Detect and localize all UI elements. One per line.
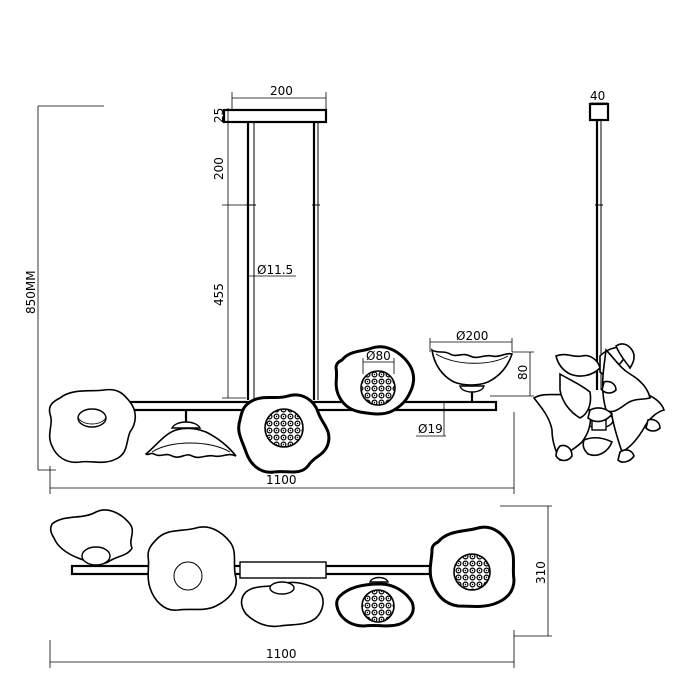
side-canopy-label: 40 <box>590 89 605 103</box>
top-canopy <box>239 561 327 579</box>
front-shade-1 <box>48 388 137 464</box>
top-view: 310 1100 <box>49 505 552 668</box>
dim-side-canopy: 40 <box>590 89 608 104</box>
shade-height-label: 80 <box>516 365 530 380</box>
front-view: 200 25 200 455 Ø11.5 850MM Ø80 <box>24 84 534 494</box>
dim-canopy-width: 200 <box>231 84 327 110</box>
crystal-diameter-label: Ø80 <box>366 349 391 363</box>
top-shade-4 <box>335 576 415 628</box>
dim-shade-diameter: Ø200 <box>429 329 513 352</box>
top-shade-2 <box>147 526 238 611</box>
dim-shade-height: 80 <box>490 351 534 397</box>
front-shade-3 <box>237 393 331 474</box>
top-shade-5 <box>428 525 516 608</box>
dim-top-width: 1100 <box>49 630 515 668</box>
side-canopy <box>588 102 610 122</box>
canopy-width-label: 200 <box>270 84 293 98</box>
lower-rod-label: 455 <box>212 283 226 306</box>
front-canopy <box>222 108 328 124</box>
top-depth-label: 310 <box>534 561 548 584</box>
canopy-height-label: 25 <box>212 108 226 123</box>
top-width-label: 1100 <box>266 647 297 661</box>
total-height-label: 850MM <box>24 270 38 314</box>
dim-vertical-chain: 25 200 455 <box>212 108 246 399</box>
rod-diameter-label: Ø11.5 <box>257 263 293 277</box>
upper-rod-label: 200 <box>212 157 226 180</box>
shade-diameter-label: Ø200 <box>456 329 488 343</box>
arm-diameter-label: Ø19 <box>418 422 443 436</box>
front-shade-2 <box>144 410 237 459</box>
front-shade-5 <box>430 348 514 402</box>
dim-crystal-diameter: Ø80 <box>362 349 395 374</box>
front-width-label: 1100 <box>266 473 297 487</box>
dim-total-height: 850MM <box>24 105 104 471</box>
side-view: 40 <box>532 89 666 463</box>
dim-top-depth: 310 <box>500 505 552 637</box>
front-rods <box>246 122 320 400</box>
dim-arm-diameter: Ø19 <box>416 402 446 437</box>
top-shade-3 <box>240 581 324 628</box>
dim-rod-diameter: Ø11.5 <box>248 263 296 277</box>
dim-front-width: 1100 <box>49 412 515 494</box>
top-shade-1 <box>49 509 134 566</box>
